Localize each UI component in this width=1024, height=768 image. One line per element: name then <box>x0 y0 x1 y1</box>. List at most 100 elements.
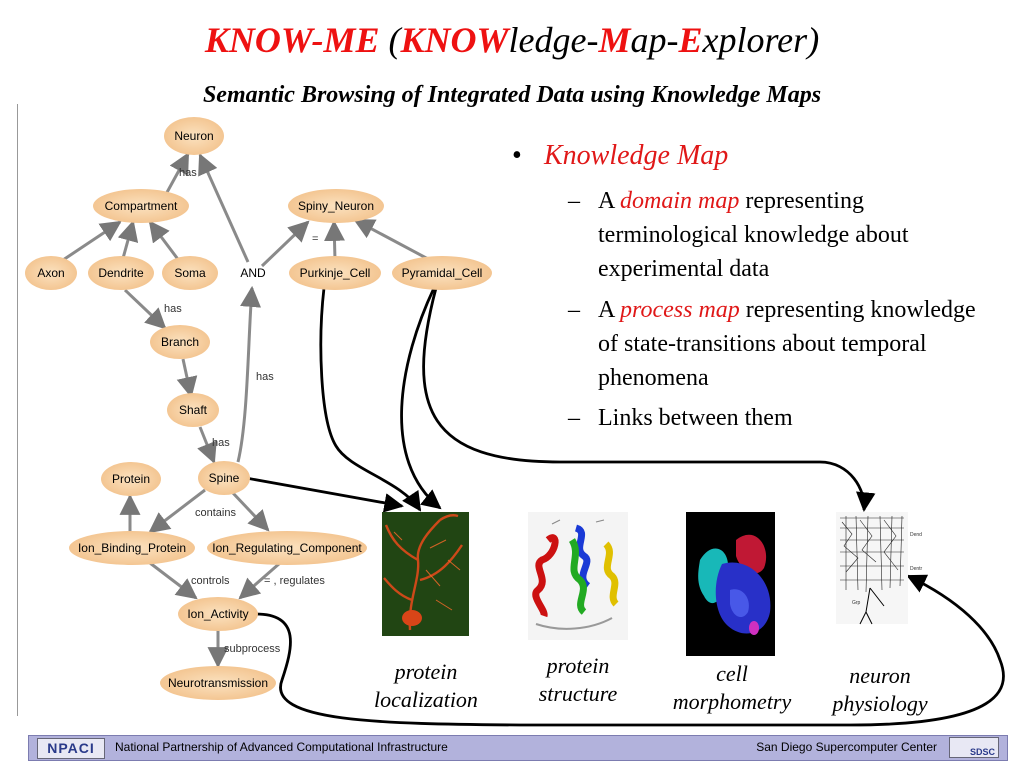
edge-spine-ionbinding <box>148 488 206 534</box>
label-regulates: = , regulates <box>264 575 325 587</box>
caption-protein-localization: protein localization <box>374 659 478 712</box>
label-has-4: has <box>212 437 230 449</box>
link-ionactivity-physiology <box>255 574 1005 727</box>
node-spiny-neuron[interactable]: Spiny_Neuron <box>288 189 384 223</box>
node-shaft[interactable]: Shaft <box>167 393 219 427</box>
svg-text:AND: AND <box>240 266 266 280</box>
svg-text:Dend: Dend <box>910 532 922 538</box>
svg-text:Protein: Protein <box>112 472 150 486</box>
node-axon[interactable]: Axon <box>25 256 77 290</box>
node-dendrite[interactable]: Dendrite <box>88 256 154 290</box>
node-purkinje-cell[interactable]: Purkinje_Cell <box>289 256 381 290</box>
edge-soma-compartment <box>148 220 182 263</box>
edge-ionbinding-ionactivity <box>149 561 198 600</box>
slide-title: KNOW-ME (KNOWledge-Map-Explorer) <box>0 18 1024 62</box>
svg-text:Grp: Grp <box>852 600 861 606</box>
title-e: E <box>678 20 703 60</box>
protein-structure-image <box>528 512 628 640</box>
caption-protein-structure: protein structure <box>538 653 618 706</box>
svg-text:Compartment: Compartment <box>105 199 178 213</box>
label-has-2: has <box>164 303 182 315</box>
node-neurotransmission[interactable]: Neurotransmission <box>160 666 276 700</box>
link-pyramidal-localization <box>400 287 442 510</box>
node-spine[interactable]: Spine <box>198 461 250 495</box>
edge-branch-shaft <box>176 358 198 399</box>
footer-right-text: San Diego Supercomputer Center <box>756 740 937 754</box>
svg-text:Neurotransmission: Neurotransmission <box>168 676 268 690</box>
npaci-logo: NPACI <box>37 738 105 759</box>
dash-marker: – <box>568 405 580 431</box>
svg-text:Ion_Binding_Protein: Ion_Binding_Protein <box>78 541 186 555</box>
node-and[interactable]: AND <box>240 266 266 280</box>
label-has-3: has <box>256 371 274 383</box>
edge-purkinje-spiny <box>324 219 345 261</box>
edge-dendrite-compartment <box>117 219 139 263</box>
edge-spine-ionregulating <box>230 490 270 532</box>
edge-shaft-spine <box>197 426 217 464</box>
title-open-paren: ( <box>388 20 401 60</box>
svg-text:Shaft: Shaft <box>179 403 208 417</box>
edge-pyramidal-spiny <box>353 218 431 262</box>
node-pyramidal-cell[interactable]: Pyramidal_Cell <box>392 256 492 290</box>
title-m: M <box>598 20 631 60</box>
label-controls: controls <box>191 575 230 587</box>
svg-text:Soma: Soma <box>174 266 206 280</box>
label-equals: = <box>312 233 318 245</box>
svg-text:Purkinje_Cell: Purkinje_Cell <box>300 266 371 280</box>
svg-text:Branch: Branch <box>161 335 199 349</box>
node-ion-binding-protein[interactable]: Ion_Binding_Protein <box>69 531 195 565</box>
svg-text:Ion_Activity: Ion_Activity <box>187 607 248 621</box>
svg-text:Pyramidal_Cell: Pyramidal_Cell <box>402 266 483 280</box>
caption-cell-morphometry: cell morphometry <box>672 661 792 714</box>
title-ap: ap- <box>630 20 679 60</box>
node-branch[interactable]: Branch <box>150 325 210 359</box>
link-purkinje-localization <box>319 287 422 512</box>
edge-and-neuron <box>198 153 250 263</box>
edge-and-spiny <box>260 220 310 268</box>
node-protein[interactable]: Protein <box>101 462 161 496</box>
edge-axon-compartment <box>59 220 122 264</box>
bullet-main-text: Knowledge Map <box>544 140 729 171</box>
caption-neuron-physiology: neuron physiology <box>832 663 928 716</box>
cell-morphometry-image <box>686 512 775 656</box>
dash-marker: – <box>568 188 580 214</box>
bullet-marker: • <box>512 140 522 171</box>
title-close-paren: ) <box>807 20 820 60</box>
neuron-physiology-image: Dend Dentr Grp <box>836 512 923 625</box>
sub-bullet-process-map: –A process map representing knowledge of… <box>568 293 978 395</box>
svg-text:Ion_Regulating_Component: Ion_Regulating_Component <box>212 541 362 555</box>
node-ion-activity[interactable]: Ion_Activity <box>178 597 258 631</box>
domain-map-term: domain map <box>620 188 740 214</box>
edge-dendrite-branch <box>123 288 167 330</box>
label-contains: contains <box>195 507 236 519</box>
link-spine-localization <box>245 476 404 513</box>
process-map-term: process map <box>620 297 740 323</box>
svg-text:Spine: Spine <box>209 471 240 485</box>
protein-localization-image <box>382 512 469 636</box>
footer-bar: NPACI National Partnership of Advanced C… <box>28 735 1008 761</box>
svg-text:Neuron: Neuron <box>174 129 213 143</box>
dash-marker: – <box>568 297 580 323</box>
bullet-knowledge-map: • Knowledge Map <box>512 140 728 172</box>
sub-bullet-domain-map: –A domain map representing terminologica… <box>568 184 978 286</box>
title-know: KNOW <box>400 20 509 60</box>
node-neuron[interactable]: Neuron <box>164 117 224 155</box>
node-compartment[interactable]: Compartment <box>93 189 189 223</box>
left-divider <box>17 104 18 716</box>
svg-text:Axon: Axon <box>37 266 64 280</box>
label-subprocess: subprocess <box>224 643 281 655</box>
svg-text:Dentr: Dentr <box>910 566 923 572</box>
node-soma[interactable]: Soma <box>162 256 218 290</box>
svg-text:Dendrite: Dendrite <box>98 266 144 280</box>
title-acronym: KNOW-ME <box>204 20 380 60</box>
edge-ionregulating-ionactivity <box>238 561 281 600</box>
node-ion-regulating-component[interactable]: Ion_Regulating_Component <box>207 531 367 565</box>
svg-text:Spiny_Neuron: Spiny_Neuron <box>298 199 374 213</box>
sdsc-logo: SDSC <box>949 737 999 758</box>
edge-spine-and <box>236 285 262 463</box>
sub-bullet-links: –Links between them <box>568 401 978 435</box>
title-ledge: ledge- <box>508 20 599 60</box>
slide-subtitle: Semantic Browsing of Integrated Data usi… <box>202 82 822 108</box>
title-xplorer: xplorer <box>702 20 808 60</box>
footer-left-text: National Partnership of Advanced Computa… <box>115 740 448 754</box>
